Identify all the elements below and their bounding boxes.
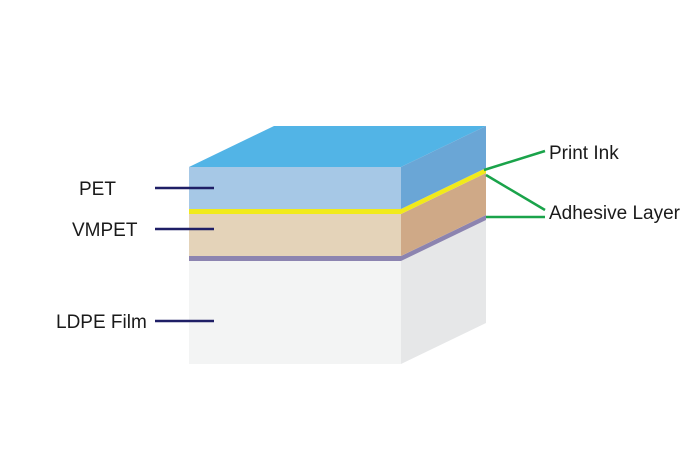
ldpe-layer-side (401, 219, 486, 364)
adhesive-leader-line-upper (485, 173, 546, 212)
top-face (189, 126, 486, 167)
adhesive-layer-side (401, 215, 486, 261)
print-ink-layer-front (189, 209, 401, 214)
print-ink-label: Print Ink (549, 143, 619, 164)
ldpe-layer-front (189, 260, 401, 364)
print-ink-layer-side (401, 168, 486, 214)
ldpe-label: LDPE Film (56, 312, 147, 333)
adhesive-layer-front (189, 256, 401, 261)
pet-layer-front (189, 167, 401, 209)
vmpet-layer-side (401, 173, 486, 256)
print-ink-leader-line (483, 149, 546, 172)
vmpet-layer-front (189, 214, 401, 256)
adhesive-layer-label: Adhesive Layer (549, 203, 681, 224)
vmpet-label: VMPET (72, 220, 138, 241)
pet-layer-side (401, 126, 486, 209)
pet-label: PET (79, 179, 116, 200)
